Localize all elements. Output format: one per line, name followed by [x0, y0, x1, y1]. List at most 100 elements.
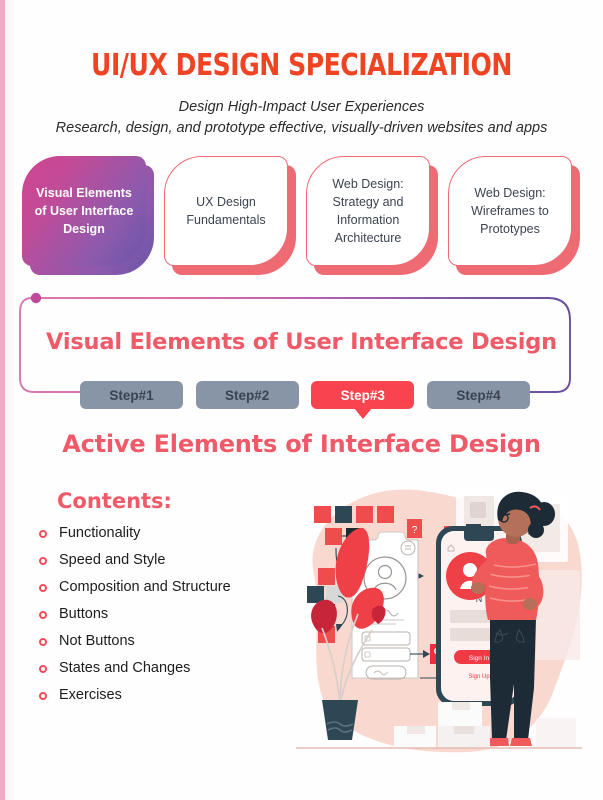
sticky-note	[314, 506, 331, 523]
course-card-visual-elements[interactable]: Visual Elements of User Interface Design	[22, 156, 154, 276]
sticky-note-question	[407, 519, 422, 538]
plant-pot	[322, 700, 358, 740]
left-edge-stripe-fade	[5, 0, 15, 800]
wireframe-card	[351, 531, 419, 679]
plant-pot-pattern	[327, 727, 353, 733]
phone-signup-link[interactable]: Sign Up	[468, 674, 490, 680]
list-item-label: Buttons	[59, 606, 109, 622]
bullet-icon	[39, 665, 47, 673]
connector-line	[19, 297, 571, 393]
floor-box	[438, 726, 490, 748]
step-1[interactable]: Step#1	[80, 381, 183, 409]
connector-start-dot	[30, 292, 42, 304]
page-title: UI/UX DESIGN SPECIALIZATION	[91, 48, 512, 83]
avatar-head	[377, 564, 393, 580]
step-label: Step#2	[225, 387, 270, 403]
glasses-lens	[499, 513, 509, 523]
phone-home-icon	[447, 544, 455, 552]
flow-arrow	[337, 595, 348, 631]
course-card-body[interactable]: UX Design Fundamentals	[164, 156, 288, 266]
flow-arrow-head	[336, 624, 342, 632]
flow-connector	[19, 292, 571, 393]
ui-designer-illustration: ?	[296, 486, 582, 753]
step-label: Step#4	[456, 387, 501, 403]
list-item-label: Not Buttons	[59, 633, 135, 649]
floor-box-label	[407, 726, 425, 734]
sweater-stripes	[488, 563, 538, 602]
floor-box	[536, 718, 576, 748]
wireframe-input-1	[361, 631, 411, 646]
avatar-badge-head	[463, 563, 477, 577]
list-item: States and Changes	[36, 659, 306, 677]
list-item-label: Speed and Style	[59, 552, 166, 568]
list-item: Functionality	[36, 524, 306, 542]
list-item: Not Buttons	[36, 632, 306, 650]
course-card-label: UX Design Fundamentals	[186, 194, 266, 227]
course-card-list: Visual Elements of User Interface Design…	[22, 156, 580, 278]
plant-pot-pattern	[326, 721, 354, 727]
step-2[interactable]: Step#2	[195, 381, 299, 409]
list-item: Buttons	[36, 605, 306, 623]
floor-box-label	[452, 702, 470, 710]
contents-heading: Contents:	[57, 489, 172, 513]
step-tracker: Step#1 Step#2 Step#3 Step#4	[80, 381, 530, 421]
wireframe-avatar-icon	[363, 556, 407, 600]
course-card-body[interactable]: Web Design: Strategy and Information Arc…	[306, 156, 430, 266]
list-item-label: Composition and Structure	[59, 579, 231, 595]
phone-notch	[464, 531, 494, 541]
page-subtitle-secondary: Research, design, and prototype effectiv…	[55, 120, 548, 136]
course-card-ux-fundamentals[interactable]: UX Design Fundamentals	[164, 156, 296, 276]
sticky-note	[307, 586, 324, 603]
list-item-label: Exercises	[59, 687, 122, 703]
bullet-icon	[39, 530, 47, 538]
plant-stems	[321, 613, 373, 707]
course-card-label: Visual Elements of User Interface Design	[34, 185, 134, 237]
woman-hand-left	[471, 582, 485, 594]
left-edge-stripe	[0, 0, 5, 800]
course-card-body[interactable]: Web Design: Wireframes to Prototypes	[448, 156, 572, 266]
step-label: Step#1	[109, 387, 154, 403]
phone-screen-title: N	[476, 594, 483, 604]
woman-shoe-right	[510, 738, 532, 746]
sticky-note	[377, 506, 394, 523]
list-item: Exercises	[36, 686, 306, 704]
flow-arrow-head	[423, 650, 430, 658]
sticky-note	[325, 528, 342, 545]
page-subtitle-primary: Design High-Impact User Experiences	[178, 99, 425, 115]
plant-leaf-tip	[371, 605, 386, 624]
list-item-label: States and Changes	[59, 660, 191, 676]
course-card-wireframes-prototypes[interactable]: Web Design: Wireframes to Prototypes	[448, 156, 580, 276]
hair-tie	[529, 505, 541, 511]
back-frame-1-icon	[470, 502, 486, 518]
plant-leaf-center	[335, 527, 370, 598]
sticky-note	[356, 506, 373, 523]
list-item: Speed and Style	[36, 551, 306, 569]
phone-signin-label: Sign In	[469, 655, 490, 662]
floor-box-label	[454, 726, 474, 734]
contents-list: Functionality Speed and Style Compositio…	[36, 524, 306, 713]
woman-hand-right	[523, 598, 537, 610]
bullet-icon	[39, 584, 47, 592]
back-frame-3	[536, 570, 580, 660]
bullet-icon	[39, 557, 47, 565]
sticky-note	[318, 568, 335, 585]
course-card-label: Web Design: Strategy and Information Arc…	[332, 176, 404, 246]
bullet-icon	[39, 638, 47, 646]
course-card-strategy-ia[interactable]: Web Design: Strategy and Information Arc…	[306, 156, 438, 276]
trouser-pocket	[494, 629, 504, 643]
floor-box	[394, 726, 436, 748]
woman-trousers	[490, 618, 536, 740]
step-label: Step#3	[340, 387, 385, 403]
sticky-note	[326, 586, 343, 603]
wireframe-button-squiggle	[373, 670, 389, 676]
course-card-body[interactable]: Visual Elements of User Interface Design	[22, 156, 146, 266]
list-item: Composition and Structure	[36, 578, 306, 596]
sticky-note-question-mark: ?	[412, 525, 418, 536]
step-4[interactable]: Step#4	[426, 381, 530, 409]
step-3-active[interactable]: Step#3	[311, 381, 415, 419]
bullet-icon	[39, 611, 47, 619]
menu-glyph	[405, 545, 411, 550]
plant-leaf-left	[311, 599, 337, 634]
wireframe-input-2-icon	[364, 651, 371, 658]
